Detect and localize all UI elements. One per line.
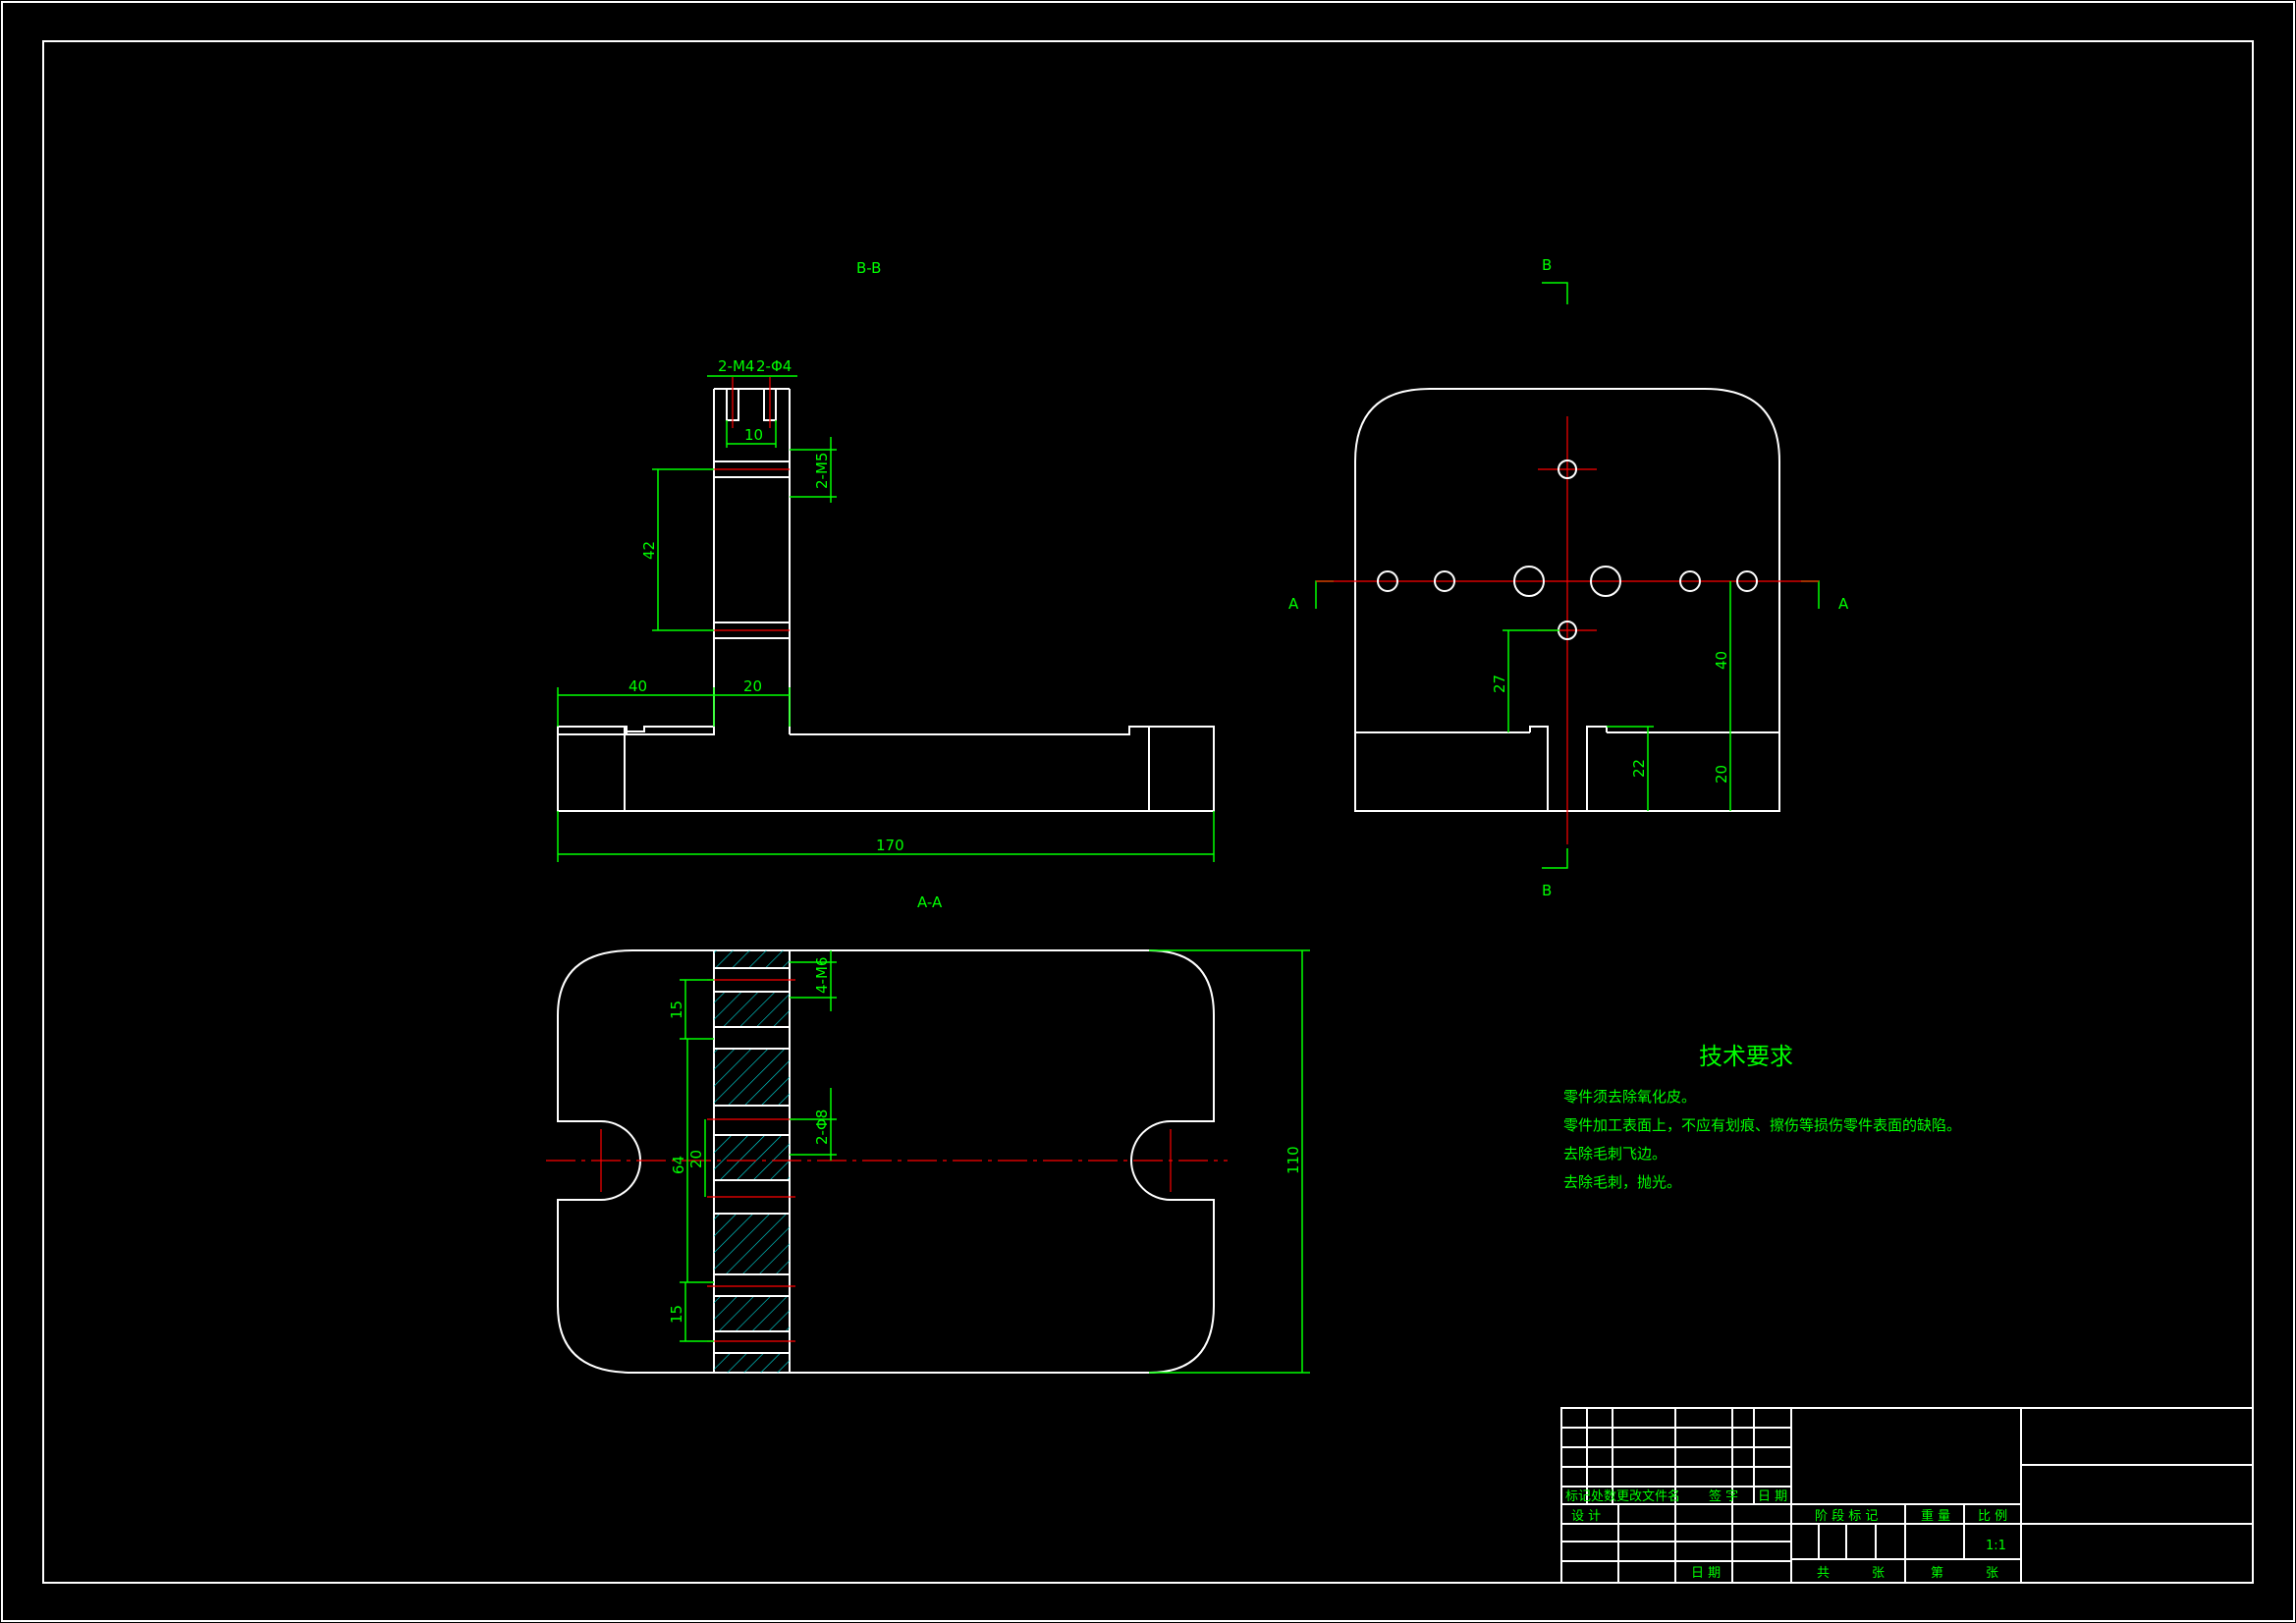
tb-scale: 1:1 [1986,1539,2006,1553]
section-aa-label: A-A [917,893,943,911]
tb-sheet-unit: 张 [1872,1566,1885,1581]
dim-2m5: 2-M5 [813,453,831,489]
cut-a-left-label: A [1288,595,1299,613]
tb-mark: 标记 [1565,1489,1591,1504]
dim-22: 22 [1630,759,1648,778]
dim-20-right: 20 [1713,765,1730,784]
dim-15-top: 15 [668,1001,685,1019]
side-view-dimensions: 27 40 22 20 [1491,581,1731,811]
side-view [1316,388,1819,844]
dim-10: 10 [744,426,763,444]
tech-req-item: 零件加工表面上，不应有划痕、擦伤等损伤零件表面的缺陷。 [1563,1116,1961,1134]
front-view [557,377,1215,812]
top-view [546,949,1228,1374]
cut-b-bottom-label: B [1542,882,1552,899]
dim-20-mid: 20 [687,1150,705,1168]
tb-total: 共 [1817,1566,1830,1581]
dim-20-top: 20 [743,677,762,695]
section-bb-label: B-B [856,259,881,277]
dim-2m4: 2-M4 [718,357,754,375]
top-view-dimensions: 4-M6 15 2-Φ8 64 20 15 110 [668,949,1310,1374]
dim-64: 64 [670,1156,687,1174]
tb-date: 日 期 [1691,1566,1721,1581]
dim-170: 170 [876,837,904,854]
dim-110: 110 [1285,1146,1302,1174]
dim-15-bottom: 15 [668,1305,685,1324]
dim-40-left: 40 [629,677,647,695]
tech-requirements: 技术要求 零件须去除氧化皮。 零件加工表面上，不应有划痕、擦伤等损伤零件表面的缺… [1563,1043,1961,1191]
tech-req-item: 去除毛刺飞边。 [1563,1145,1667,1163]
dim-2phi4: 2-Φ4 [756,357,792,375]
tb-sheet-unit2: 张 [1986,1566,1998,1581]
dim-27: 27 [1491,675,1508,693]
dim-40-right: 40 [1713,651,1730,670]
tb-scale-head: 比 例 [1978,1509,2007,1524]
tb-sheet-no: 第 [1931,1566,1943,1581]
tb-weight: 重 量 [1921,1508,1950,1524]
dim-42: 42 [640,541,658,560]
front-view-dimensions: 2-M4 2-Φ4 10 2-M5 42 40 20 170 [557,357,1215,862]
cut-b-top-label: B [1542,256,1552,274]
tech-req-item: 去除毛刺，抛光。 [1563,1173,1681,1191]
tb-date-head: 日 期 [1758,1489,1787,1504]
dim-2phi8: 2-Φ8 [813,1109,831,1145]
tb-count: 处数 [1591,1489,1616,1504]
tech-requirements-title: 技术要求 [1699,1043,1793,1070]
tb-change-doc: 更改文件名 [1616,1488,1680,1504]
title-block: 标记 处数 更改文件名 签 字 日 期 设 计 日 期 阶 段 标 记 重 量 … [1560,1407,2254,1584]
tb-signature: 签 字 [1709,1488,1738,1504]
cut-a-right-label: A [1838,595,1849,613]
tb-design: 设 计 [1571,1509,1601,1524]
dim-4m6: 4-M6 [813,957,831,994]
tech-req-item: 零件须去除氧化皮。 [1563,1088,1696,1106]
tb-stage-mark: 阶 段 标 记 [1815,1509,1878,1524]
